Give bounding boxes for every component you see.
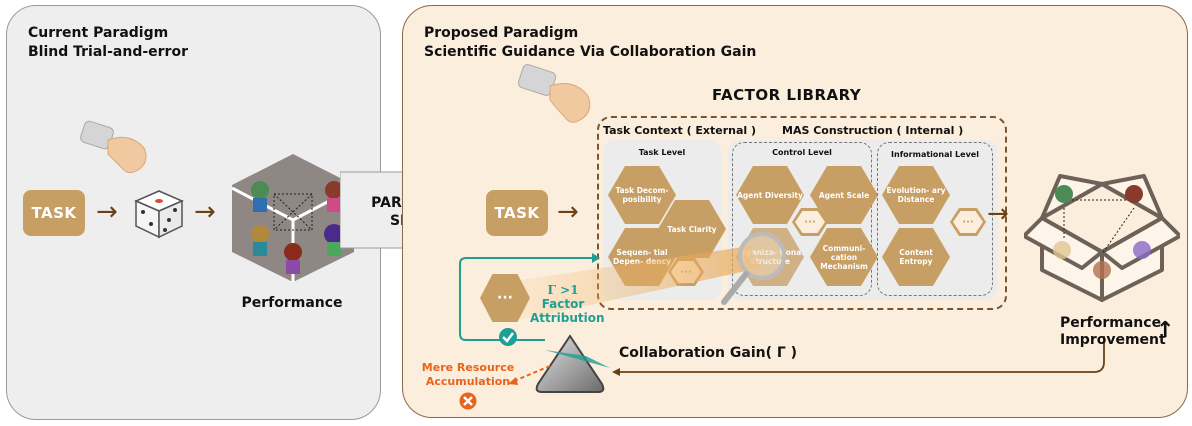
more-factors-icon: ··· — [950, 208, 986, 236]
factor-attribution-label: Γ >1 Factor Attribution — [530, 283, 605, 325]
current-paradigm-title: Current Paradigm Blind Trial-and-error — [28, 24, 188, 62]
open-box-agents-icon — [1024, 174, 1180, 302]
dice-icon — [134, 190, 184, 239]
rejection-line1: Mere Resource — [421, 361, 515, 374]
more-label: ··· — [953, 211, 983, 233]
task-box-left: TASK — [23, 190, 85, 236]
factor-library-title: FACTOR LIBRARY — [712, 86, 862, 104]
factor-library-box — [597, 116, 1007, 310]
internal-section-title: MAS Construction ( Internal ) — [782, 124, 964, 137]
collaboration-gain-label: Collaboration Gain( Γ ) — [619, 345, 798, 361]
task-box-right: TASK — [486, 190, 548, 236]
arrow-icon: → — [96, 197, 118, 227]
task-level-title: Task Level — [638, 148, 686, 157]
x-circle-icon — [459, 392, 477, 410]
attribution-line2: Attribution — [530, 311, 605, 325]
more-label: ··· — [671, 261, 701, 283]
hand-icon — [80, 120, 147, 174]
proposed-paradigm-subheading: Scientific Guidance Via Collaboration Ga… — [424, 44, 757, 60]
check-circle-icon — [499, 328, 517, 346]
informational-level-title: Informational Level — [891, 150, 979, 159]
proposed-paradigm-heading: Proposed Paradigm — [424, 25, 579, 41]
arrow-icon: → — [557, 197, 579, 227]
proposed-paradigm-title: Proposed Paradigm Scientific Guidance Vi… — [424, 24, 756, 62]
agent-cube-icon — [231, 154, 355, 282]
performance-improvement-line2: Improvement — [1060, 332, 1166, 348]
rejection-line2: Accumulation — [425, 375, 511, 388]
attribution-line1: Factor — [541, 297, 585, 311]
hand-icon — [517, 64, 591, 123]
current-paradigm-heading: Current Paradigm — [28, 25, 169, 41]
mere-resource-label: Mere Resource Accumulation — [420, 361, 516, 389]
up-arrow-icon: ↑ — [1156, 318, 1175, 343]
arrow-icon: → — [194, 197, 216, 227]
more-factors-icon: ··· — [792, 208, 828, 236]
performance-improvement-line1: Performance — [1060, 315, 1162, 331]
performance-label: Performance — [241, 295, 343, 311]
gamma-condition: Γ >1 — [547, 283, 579, 297]
more-label: ··· — [795, 211, 825, 233]
performance-improvement-label: Performance Improvement — [1060, 315, 1170, 349]
current-paradigm-subheading: Blind Trial-and-error — [28, 44, 188, 60]
external-section-title: Task Context ( External ) — [603, 124, 757, 137]
control-level-title: Control Level — [772, 148, 832, 157]
